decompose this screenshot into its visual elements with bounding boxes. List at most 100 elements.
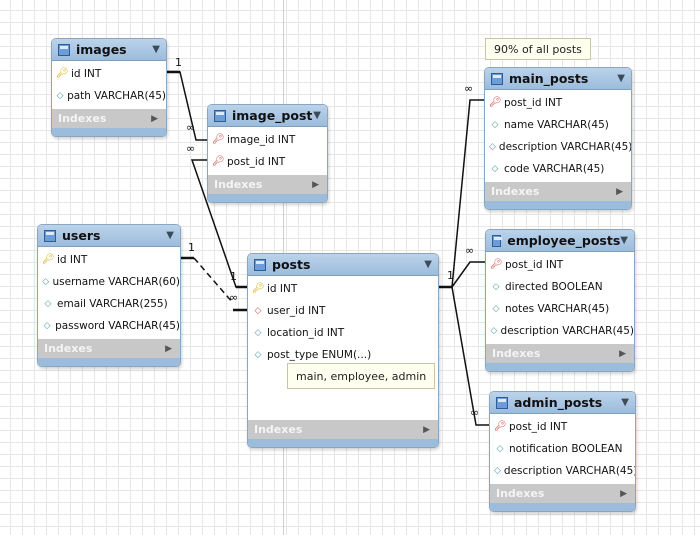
rel-posts-main <box>438 99 485 288</box>
table-title: images <box>76 42 127 57</box>
card-image-post-many-1: ∞ <box>186 121 195 134</box>
indexes-section[interactable]: Indexes▶ <box>38 339 180 358</box>
column-label: description VARCHAR(45) <box>503 465 636 477</box>
column-label: notes VARCHAR(45) <box>505 303 610 315</box>
card-main-many: ∞ <box>464 82 473 95</box>
chevron-down-icon[interactable]: ▼ <box>617 73 625 84</box>
column-label: post_id INT <box>509 421 568 433</box>
chevron-down-icon[interactable]: ▼ <box>620 235 628 246</box>
indexes-section[interactable]: Indexes▶ <box>485 182 631 201</box>
table-header[interactable]: users ▼ <box>38 225 180 247</box>
indexes-label: Indexes <box>254 423 303 436</box>
column-row[interactable]: ◇notes VARCHAR(45) <box>486 298 634 320</box>
column-row[interactable]: ◇description VARCHAR(45) <box>486 320 634 342</box>
table-main-posts[interactable]: main_posts ▼ 🔑︎post_id INT ◇name VARCHAR… <box>484 67 632 210</box>
table-icon <box>491 72 503 85</box>
table-users[interactable]: users ▼ 🔑︎id INT ◇username VARCHAR(60) ◇… <box>37 224 181 367</box>
chevron-down-icon[interactable]: ▼ <box>152 44 160 55</box>
column-row[interactable]: ◇name VARCHAR(45) <box>485 114 631 136</box>
column-row[interactable]: ◇description VARCHAR(45) <box>485 136 631 158</box>
diamond-icon: ◇ <box>494 466 501 476</box>
chevron-right-icon[interactable]: ▶ <box>423 424 430 435</box>
diamond-icon: ◇ <box>254 306 262 316</box>
chevron-down-icon[interactable]: ▼ <box>621 397 629 408</box>
chevron-right-icon[interactable]: ▶ <box>619 348 626 359</box>
column-label: description VARCHAR(45) <box>498 141 632 153</box>
column-row[interactable]: 🔑︎id INT <box>248 278 438 300</box>
column-label: id INT <box>71 68 102 80</box>
table-posts[interactable]: posts ▼ 🔑︎id INT ◇user_id INT ◇location_… <box>247 253 439 448</box>
table-image-post[interactable]: image_post ▼ 🔑︎image_id INT 🔑︎post_id IN… <box>207 104 328 203</box>
table-header[interactable]: posts ▼ <box>248 254 438 276</box>
card-image-post-many-2: ∞ <box>186 142 195 155</box>
table-header[interactable]: image_post ▼ <box>208 105 327 127</box>
table-header[interactable]: employee_posts ▼ <box>486 230 634 252</box>
table-title: users <box>62 228 101 243</box>
table-title: posts <box>272 257 311 272</box>
chevron-right-icon[interactable]: ▶ <box>151 113 158 124</box>
column-row[interactable]: ◇description VARCHAR(45) <box>490 460 635 482</box>
diamond-icon: ◇ <box>254 350 262 360</box>
table-header[interactable]: admin_posts ▼ <box>490 392 635 414</box>
note-main-posts: 90% of all posts <box>485 38 591 60</box>
table-title: image_post <box>232 108 313 123</box>
column-label: location_id INT <box>267 327 345 339</box>
diamond-icon: ◇ <box>491 164 499 174</box>
card-posts-one: 1 <box>230 270 237 283</box>
table-footer <box>52 128 166 136</box>
table-icon <box>44 229 56 242</box>
chevron-right-icon[interactable]: ▶ <box>616 186 623 197</box>
column-row[interactable]: 🔑︎id INT <box>38 249 180 271</box>
card-posts-user-many: ∞ <box>229 291 238 304</box>
chevron-down-icon[interactable]: ▼ <box>313 110 321 121</box>
rel-posts-admin <box>451 286 490 426</box>
column-row[interactable]: ◇username VARCHAR(60) <box>38 271 180 293</box>
column-row[interactable]: 🔑︎image_id INT <box>208 129 327 151</box>
table-admin-posts[interactable]: admin_posts ▼ 🔑︎post_id INT ◇notificatio… <box>489 391 636 512</box>
column-row[interactable]: ◇notification BOOLEAN <box>490 438 635 460</box>
chevron-down-icon[interactable]: ▼ <box>166 230 174 241</box>
card-users-one: 1 <box>188 241 195 254</box>
table-employee-posts[interactable]: employee_posts ▼ 🔑︎post_id INT ◇directed… <box>485 229 635 372</box>
chevron-right-icon[interactable]: ▶ <box>165 343 172 354</box>
table-footer <box>38 358 180 366</box>
column-row[interactable]: ◇password VARCHAR(45) <box>38 315 180 337</box>
diamond-icon: ◇ <box>43 321 51 331</box>
column-label: directed BOOLEAN <box>505 281 603 293</box>
column-row[interactable]: 🔑︎post_id INT <box>485 92 631 114</box>
indexes-section[interactable]: Indexes ▶ <box>248 420 438 439</box>
column-row[interactable]: ◇location_id INT <box>248 322 438 344</box>
column-row[interactable]: 🔑︎post_id INT <box>208 151 327 173</box>
indexes-section[interactable]: Indexes▶ <box>208 175 327 194</box>
column-row[interactable]: ◇email VARCHAR(255) <box>38 293 180 315</box>
column-label: post_id INT <box>504 97 563 109</box>
column-row[interactable]: 🔑︎post_id INT <box>490 416 635 438</box>
column-row[interactable]: ◇ post_type ENUM(...) <box>248 344 438 366</box>
column-row[interactable]: ◇code VARCHAR(45) <box>485 158 631 180</box>
column-label: path VARCHAR(45) <box>67 90 166 102</box>
card-images-one: 1 <box>175 56 182 69</box>
chevron-right-icon[interactable]: ▶ <box>312 179 319 190</box>
column-label: id INT <box>267 283 298 295</box>
chevron-right-icon[interactable]: ▶ <box>620 488 627 499</box>
column-row[interactable]: ◇directed BOOLEAN <box>486 276 634 298</box>
column-row[interactable]: 🔑︎post_id INT <box>486 254 634 276</box>
column-row[interactable]: ◇ user_id INT <box>248 300 438 322</box>
column-label: post_id INT <box>505 259 564 271</box>
indexes-section[interactable]: Indexes▶ <box>490 484 635 503</box>
column-label: notification BOOLEAN <box>509 443 623 455</box>
column-row[interactable]: 🔑︎id INT <box>52 63 166 85</box>
chevron-down-icon[interactable]: ▼ <box>424 259 432 270</box>
table-images[interactable]: images ▼ 🔑︎id INT ◇path VARCHAR(45) Inde… <box>51 38 167 137</box>
column-label: user_id INT <box>267 305 326 317</box>
key-icon: 🔑︎ <box>494 421 507 432</box>
table-header[interactable]: images ▼ <box>52 39 166 61</box>
card-employee-many: ∞ <box>465 244 474 257</box>
table-header[interactable]: main_posts ▼ <box>485 68 631 90</box>
indexes-section[interactable]: Indexes▶ <box>52 109 166 128</box>
column-label: post_type ENUM(...) <box>267 349 372 361</box>
column-row[interactable]: ◇path VARCHAR(45) <box>52 85 166 107</box>
table-title: main_posts <box>509 71 589 86</box>
indexes-section[interactable]: Indexes▶ <box>486 344 634 363</box>
